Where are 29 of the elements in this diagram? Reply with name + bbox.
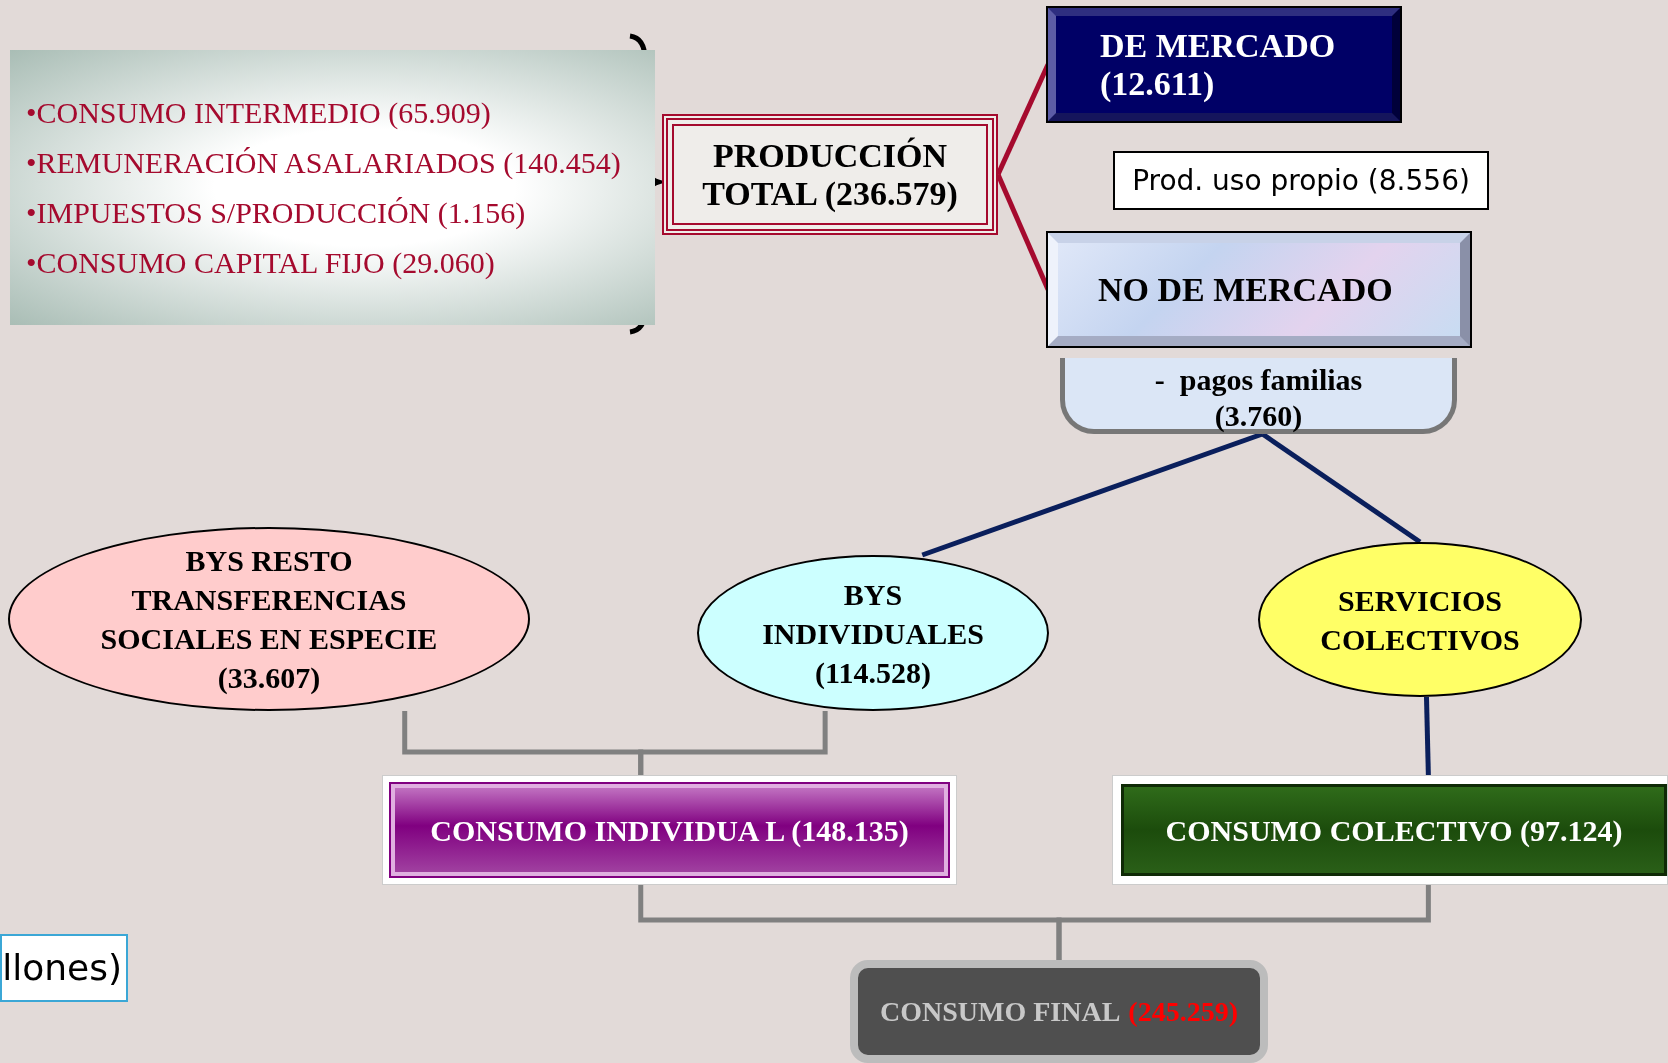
node-text: (245.259): [1128, 994, 1238, 1029]
connector-line: [1424, 696, 1431, 776]
process-box: [1112, 775, 1668, 885]
node-text: BYS INDIVIDUALES (114.528): [761, 576, 985, 691]
node-text: •IMPUESTOS S/PRODUCCIÓN (1.156): [26, 194, 527, 231]
node-text: DE MERCADO (12.611): [1100, 26, 1337, 103]
node-text: •CONSUMO INTERMEDIO (65.909): [26, 94, 492, 131]
node-text: BYS RESTO TRANSFERENCIAS SOCIALES EN ESPECIE (33.607): [99, 543, 439, 696]
process-box: [662, 114, 998, 235]
node-text: CONSUMO FINAL: [880, 994, 1121, 1029]
process-box: [1048, 233, 1470, 346]
node-text: CONSUMO COLECTIVO (97.124): [1121, 784, 1667, 876]
node-text: Prod. uso propio (8.556): [1132, 162, 1470, 199]
note-box: [0, 934, 128, 1002]
note-box: [1113, 151, 1489, 210]
node-text: CONSUMO INDIVIDUA L (148.135): [391, 784, 948, 876]
node-text: SERVICIOS COLECTIVOS: [1319, 582, 1521, 658]
node-text: llones): [2, 946, 122, 990]
process-box: [850, 960, 1268, 1063]
connector-line: [638, 711, 828, 775]
connector-line: [1056, 885, 1431, 960]
node-text: •REMUNERACIÓN ASALARIADOS (140.454): [26, 144, 622, 181]
node-text: NO DE MERCADO: [1098, 270, 1393, 309]
node-text: •CONSUMO CAPITAL FIJO (29.060): [26, 244, 496, 281]
tray-box: [1060, 358, 1457, 434]
node-text: PRODUCCIÓN TOTAL (236.579): [701, 136, 959, 213]
list-panel: [10, 50, 655, 325]
process-box: [1048, 8, 1400, 121]
process-box: [382, 775, 957, 885]
